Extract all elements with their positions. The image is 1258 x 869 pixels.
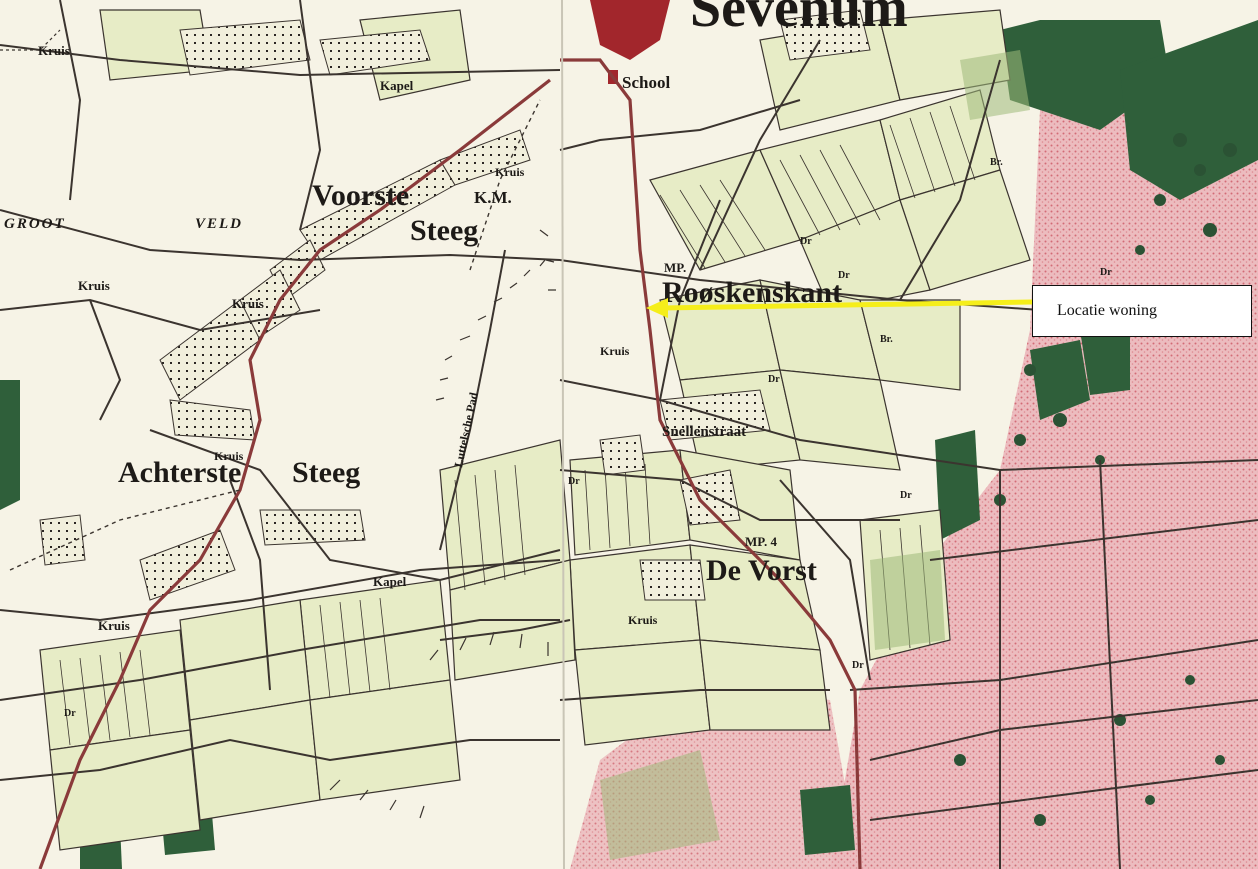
label-kruis-bottomleft: Kruis	[98, 618, 130, 633]
label-mp-top: MP.	[664, 260, 686, 275]
label-mp4: MP. 4	[745, 534, 778, 549]
label-kapel-mid: Kapel	[373, 574, 407, 589]
label-kruis-mid: Kruis	[232, 296, 264, 311]
location-arrow	[646, 298, 1033, 318]
main-roads	[38, 58, 862, 869]
label-br-1: Br.	[990, 157, 1003, 168]
label-veld: VELD	[195, 216, 243, 232]
label-achterste: Achterste	[118, 456, 241, 489]
terrain-hachures	[329, 229, 556, 819]
label-de-vorst: De Vorst	[706, 554, 817, 587]
luttelsche-pad	[439, 249, 506, 551]
label-kruis-km: Kruis	[495, 165, 525, 179]
label-dr-2: Dr	[800, 236, 812, 247]
forest-blocks	[0, 20, 1258, 869]
field-greens-dark	[600, 50, 1030, 860]
label-kruis-roes: Kruis	[600, 344, 630, 358]
label-voorste: Voorste	[312, 179, 409, 212]
label-kapel-top: Kapel	[380, 78, 414, 93]
label-school: School	[622, 73, 670, 92]
label-km: K.M.	[474, 188, 512, 207]
heath-area	[830, 40, 1258, 869]
town-sevenum	[590, 0, 670, 60]
map-sheet-seam	[561, 0, 565, 869]
label-steeg-top: Steeg	[410, 214, 478, 247]
label-dr-3: Dr	[768, 374, 780, 385]
map-labels: Sevenum School Kapel Kruis Voorste Steeg…	[4, 0, 1112, 719]
label-groot: GROOT	[4, 216, 66, 232]
boundary-line	[0, 29, 61, 51]
label-dr-7: Dr	[64, 708, 76, 719]
label-steeg-bottom: Steeg	[292, 456, 360, 489]
label-kruis-vorst: Kruis	[628, 613, 658, 627]
label-sevenum: Sevenum	[690, 0, 908, 39]
location-callout-text: Locatie woning	[1057, 302, 1157, 319]
label-kruis-left: Kruis	[78, 278, 110, 293]
location-callout: Locatie woning	[1032, 285, 1252, 337]
label-dr-4: Dr	[1100, 267, 1112, 278]
label-snellenstraat: Snellenstraat	[662, 424, 746, 440]
label-dr-5: Dr	[900, 490, 912, 501]
label-dr-1: Dr	[838, 270, 850, 281]
label-dr-8: Dr	[852, 660, 864, 671]
label-dr-6: Dr	[568, 476, 580, 487]
label-kruis-topleft: Kruis	[38, 43, 70, 58]
path-dashed	[9, 99, 541, 571]
label-br-2: Br.	[880, 334, 893, 345]
label-kruis-ach: Kruis	[214, 449, 244, 463]
